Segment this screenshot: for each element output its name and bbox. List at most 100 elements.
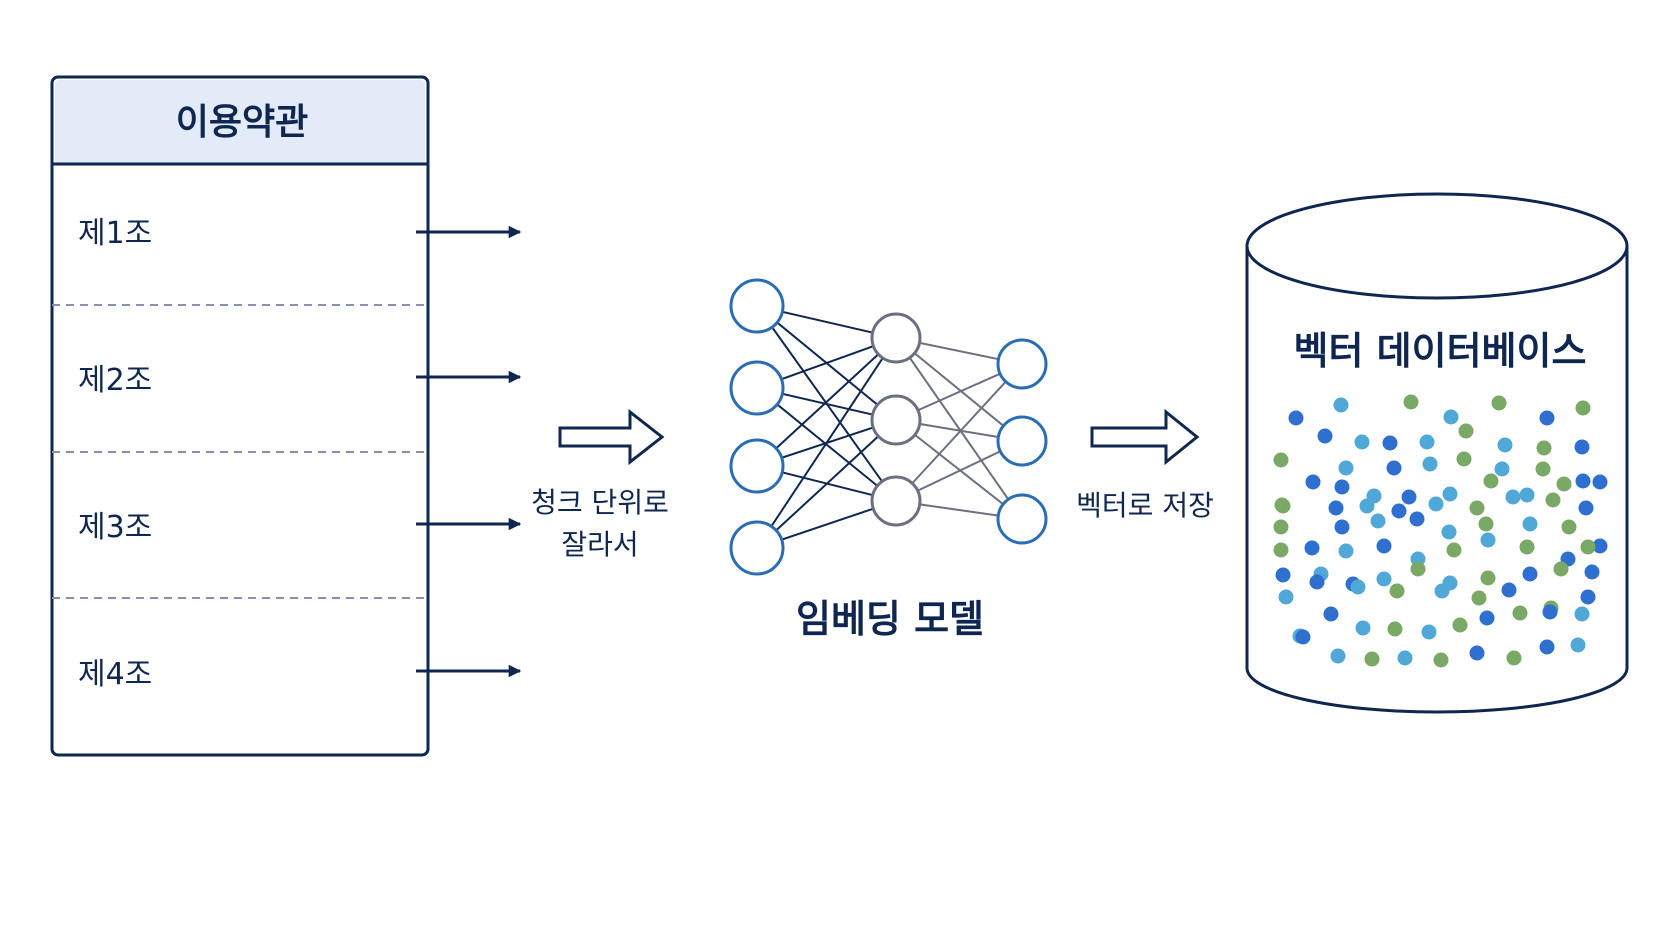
vector-point [1441, 524, 1457, 540]
article-2-label: 제2조 [78, 363, 153, 398]
vector-point [1574, 606, 1590, 622]
vector-point [1479, 610, 1495, 626]
document-title: 이용약관 [175, 102, 309, 143]
vector-point [1403, 394, 1419, 410]
output-node [996, 338, 1048, 390]
vector-point [1359, 498, 1375, 514]
vector-point [1505, 489, 1521, 505]
vector-point [1491, 395, 1507, 411]
vector-point [1295, 629, 1311, 645]
vector-point [1401, 489, 1417, 505]
vector-point [1273, 452, 1289, 468]
chunking-caption-line2: 잘라서 [561, 528, 639, 561]
vector-points [1273, 394, 1608, 668]
vector-point [1273, 542, 1289, 558]
vector-point [1350, 579, 1366, 595]
vector-point [1409, 511, 1425, 527]
vector-point [1522, 516, 1538, 532]
vector-point [1575, 473, 1591, 489]
vector-point [1535, 461, 1551, 477]
cylinder-top [1245, 192, 1629, 300]
output-node [996, 415, 1048, 467]
vector-point [1428, 496, 1444, 512]
vector-point [1370, 513, 1386, 529]
vector-point [1273, 519, 1289, 535]
article-1-label: 제1조 [78, 216, 153, 251]
vector-point [1275, 498, 1291, 514]
input-node [729, 360, 785, 416]
network-edge [756, 419, 897, 549]
vector-point [1506, 650, 1522, 666]
vector-point [1338, 543, 1354, 559]
vector-point [1578, 500, 1594, 516]
network-edge [756, 337, 897, 549]
vector-point [1328, 500, 1344, 516]
store-as-vector-caption: 벡터로 저장 [1076, 489, 1214, 522]
vector-point [1389, 583, 1405, 599]
vector-point [1376, 571, 1392, 587]
vector-point [1483, 473, 1499, 489]
vector-point [1442, 486, 1458, 502]
vector-point [1452, 617, 1468, 633]
vector-point [1458, 423, 1474, 439]
article-4-label: 제4조 [78, 657, 153, 692]
vector-point [1419, 434, 1435, 450]
vector-point [1592, 538, 1608, 554]
vector-point [1497, 437, 1513, 453]
vector-point [1391, 503, 1407, 519]
vector-point [1570, 637, 1586, 653]
vector-point [1471, 590, 1487, 606]
vector-point [1333, 397, 1349, 413]
vector-point [1553, 561, 1569, 577]
vector-point [1494, 461, 1510, 477]
vector-point [1387, 621, 1403, 637]
chunking-caption-line1: 청크 단위로 [531, 486, 669, 519]
vector-point [1421, 624, 1437, 640]
vector-point [1574, 439, 1590, 455]
vector-point [1317, 428, 1333, 444]
vector-point [1512, 605, 1528, 621]
vector-point [1443, 409, 1459, 425]
vector-point [1580, 539, 1596, 555]
vector-point [1278, 589, 1294, 605]
vector-point [1519, 487, 1535, 503]
vector-point [1501, 582, 1517, 598]
article-3-label: 제3조 [78, 510, 153, 545]
vector-point [1539, 410, 1555, 426]
vector-point [1584, 564, 1600, 580]
embedding-network [729, 278, 1048, 576]
output-node [996, 493, 1048, 545]
vector-point [1334, 519, 1350, 535]
vector-point [1275, 567, 1291, 583]
embedding-model-label: 임베딩 모델 [795, 597, 985, 641]
network-edge [895, 363, 1023, 502]
vector-point [1519, 539, 1535, 555]
vector-point [1522, 566, 1538, 582]
vector-point [1456, 451, 1472, 467]
double-arrow-chunking [558, 408, 665, 466]
article-arrows [416, 225, 522, 678]
vector-point [1536, 440, 1552, 456]
vector-point [1561, 519, 1577, 535]
vector-point [1338, 460, 1354, 476]
input-node [729, 438, 785, 494]
vector-point [1330, 648, 1346, 664]
vector-point [1480, 570, 1496, 586]
vector-point [1354, 434, 1370, 450]
input-node [729, 520, 785, 576]
vector-point [1410, 561, 1426, 577]
vector-point [1376, 538, 1392, 554]
vector-point [1422, 456, 1438, 472]
vector-point [1446, 542, 1462, 558]
vector-point [1542, 604, 1558, 620]
network-edge [895, 419, 1023, 520]
vector-point [1556, 476, 1572, 492]
chunking-caption: 청크 단위로 잘라서 [510, 482, 690, 566]
vector-point [1382, 435, 1398, 451]
vector-database-label: 벡터 데이터베이스 [1293, 329, 1587, 373]
vector-point [1323, 606, 1339, 622]
hidden-node [870, 312, 922, 364]
network-edge [895, 337, 1023, 520]
vector-point [1386, 460, 1402, 476]
vector-point [1397, 650, 1413, 666]
